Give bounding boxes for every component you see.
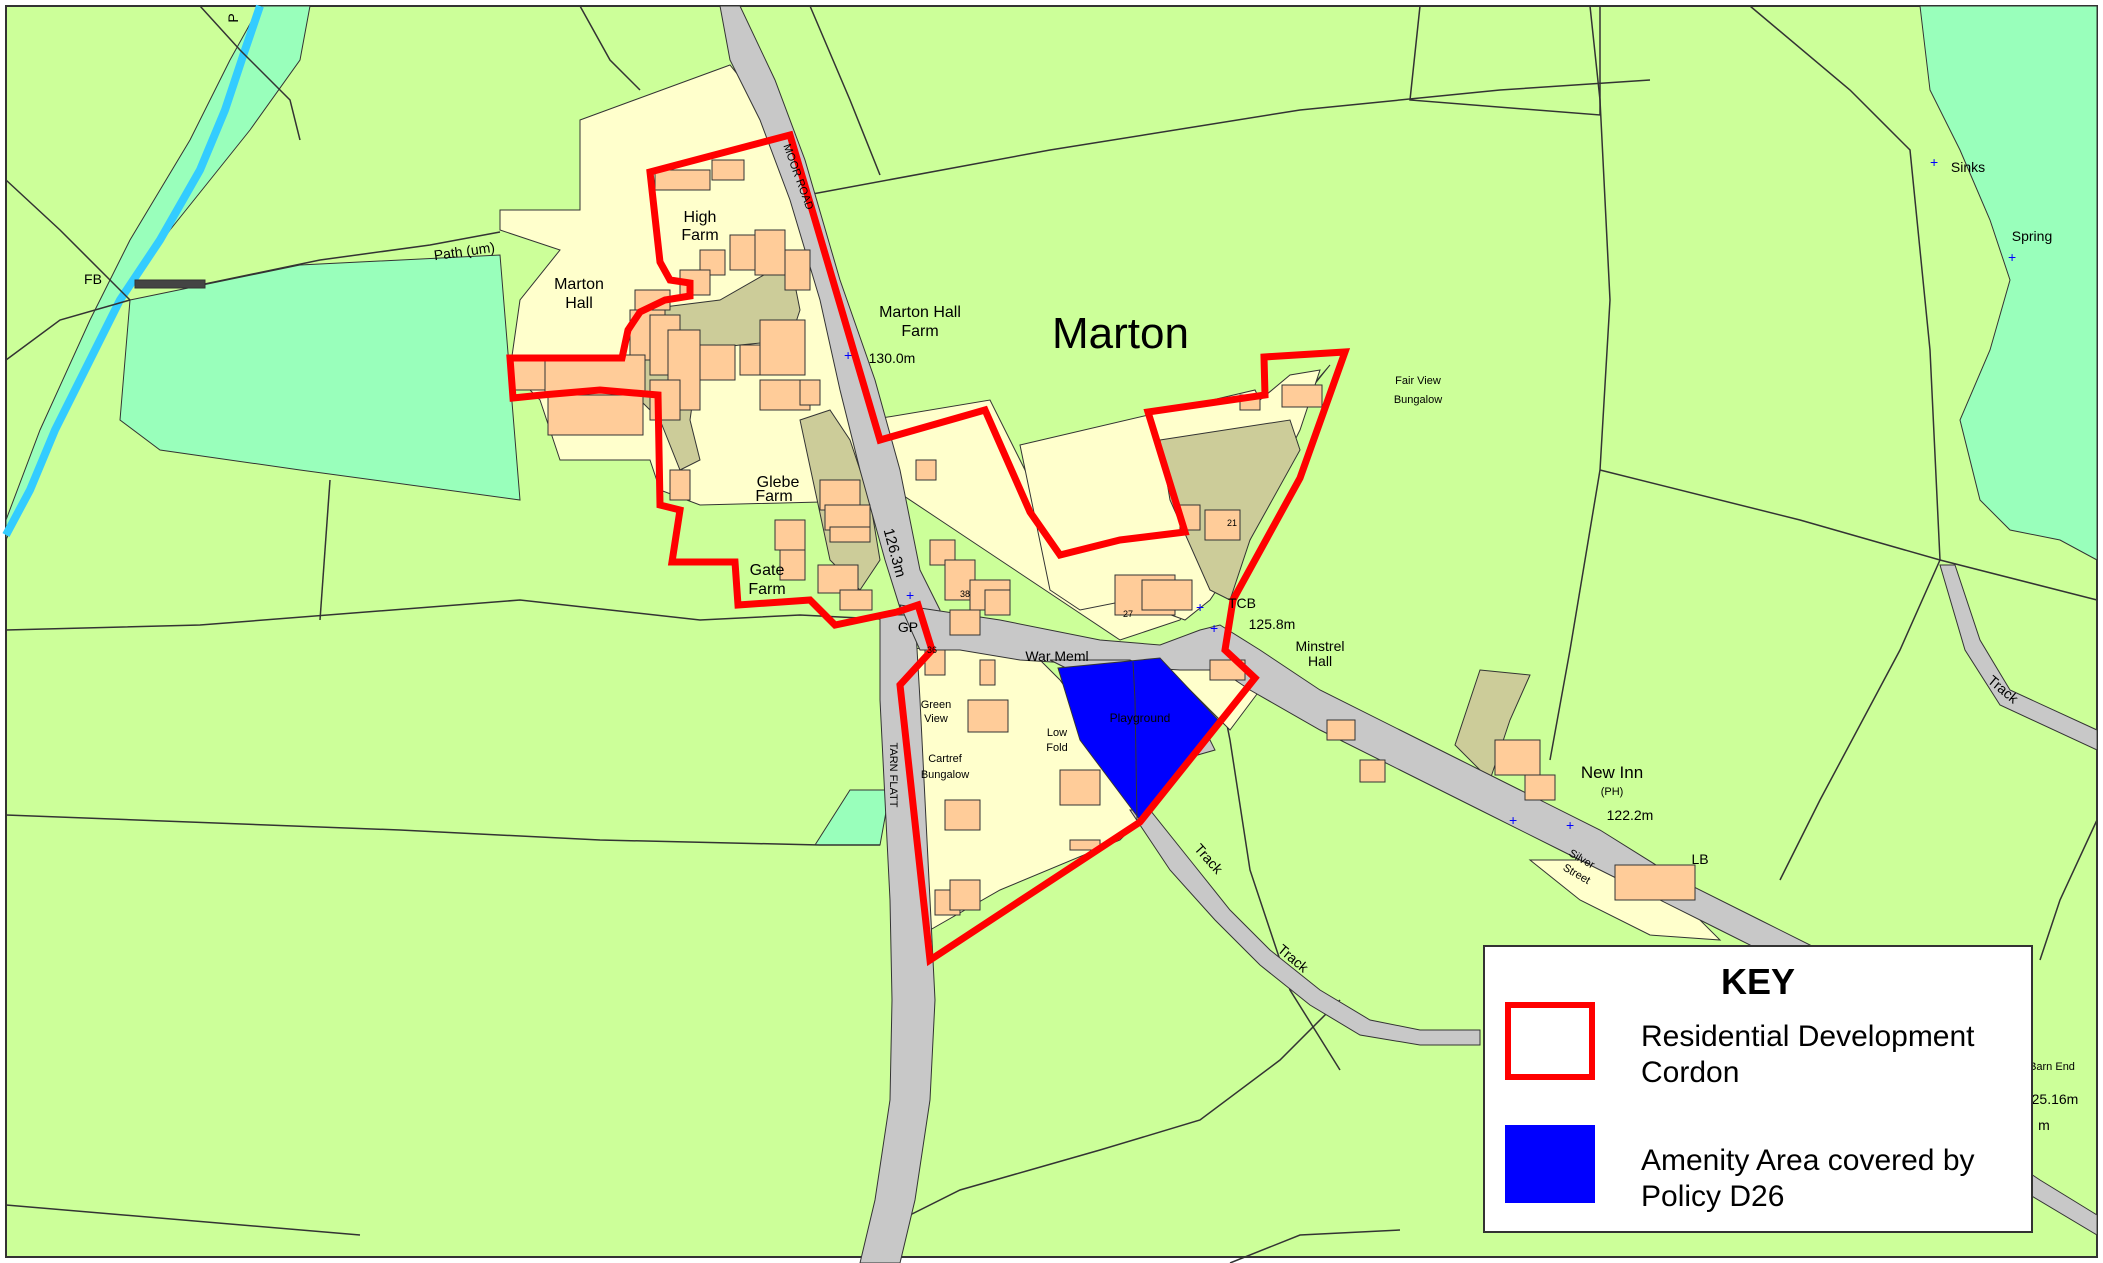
gp-label: GP — [898, 619, 918, 635]
cartref-label-2: Bungalow — [921, 769, 969, 781]
track-east — [1939, 564, 2098, 751]
svg-text:+: + — [1509, 812, 1517, 828]
river — [2, 4, 264, 537]
p-fragment-label: P — [225, 13, 241, 22]
house-number-36: 36 — [927, 645, 937, 655]
tarn-flatt-label: TARN FLATT — [887, 743, 899, 808]
woodland-east — [1919, 5, 2098, 561]
spot-height-130: 130.0m — [869, 350, 916, 366]
gate-farm-label-1: Gate — [750, 562, 785, 579]
svg-text:+: + — [1210, 620, 1218, 636]
path-um — [199, 231, 501, 286]
marton-hall-label-1: Marton — [554, 276, 604, 293]
barn-end-fragment: Barn End — [2029, 1061, 2075, 1073]
map-key: KEY Residential Development Cordon Ameni… — [1483, 945, 2033, 1233]
svg-text:+: + — [1196, 599, 1204, 615]
lb-label: LB — [1691, 851, 1708, 867]
svg-text:+: + — [906, 587, 914, 603]
playground-label: Playground — [1110, 711, 1171, 725]
fair-view-label-1: Fair View — [1395, 375, 1441, 387]
high-farm-label-2: Farm — [681, 227, 718, 244]
minstrel-hall-label-2: Hall — [1308, 653, 1332, 669]
fair-view-label-2: Bungalow — [1394, 394, 1442, 406]
amenity-path — [1132, 661, 1138, 821]
war-meml-label: War Meml — [1025, 648, 1088, 664]
cordon-key-label: Residential Development Cordon — [1641, 1020, 1975, 1089]
spot-height-125: 125.8m — [1249, 616, 1296, 632]
high-farm-label-1: High — [684, 209, 717, 226]
amenity-key-label: Amenity Area covered by Policy D26 — [1641, 1144, 1975, 1213]
green-view-label-1: Green — [921, 699, 952, 711]
spring-label: Spring — [2012, 228, 2052, 244]
m-fragment: m — [2038, 1117, 2050, 1133]
svg-text:+: + — [844, 347, 852, 363]
minstrel-hall-label-1: Minstrel — [1295, 638, 1344, 654]
footbridge — [134, 279, 206, 289]
house-number-21: 21 — [1227, 518, 1237, 528]
svg-text:+: + — [1930, 154, 1938, 170]
gate-farm-label-2: Farm — [748, 581, 785, 598]
village-name: Marton — [1052, 309, 1189, 358]
amenity-swatch — [1505, 1125, 1595, 1203]
buildings — [509, 159, 1696, 916]
sinks-label: Sinks — [1951, 159, 1985, 175]
low-fold-label-1: Low — [1047, 727, 1067, 739]
glebe-farm-label-2: Farm — [755, 488, 792, 505]
benchmarks: + + + + + + + + — [844, 154, 2016, 833]
ph-label: (PH) — [1601, 786, 1624, 798]
track-southeast — [1129, 809, 1481, 1046]
svg-text:+: + — [1566, 817, 1574, 833]
marton-hall-label-2: Hall — [565, 295, 593, 312]
tarn-flatt — [859, 614, 936, 1263]
green-view-label-2: View — [924, 713, 948, 725]
house-number-38: 38 — [960, 589, 970, 599]
woodland-field-west — [119, 254, 521, 501]
key-title: KEY — [1720, 961, 1796, 1002]
fb-label: FB — [84, 271, 102, 287]
map-labels: Marton High Farm Marton Hall Marton Hall… — [84, 13, 2078, 1133]
svg-text:+: + — [2008, 249, 2016, 265]
marton-hall-farm-label-1: Marton Hall — [879, 304, 961, 321]
marton-hall-farm-label-2: Farm — [901, 323, 938, 340]
tcb-label: TCB — [1228, 595, 1256, 611]
house-number-27: 27 — [1123, 609, 1133, 619]
cordon-swatch — [1505, 1002, 1595, 1080]
glebe-farm-label-1: Glebe — [757, 474, 800, 491]
cordon — [506, 130, 1351, 967]
spot-height-25: 25.16m — [2032, 1091, 2079, 1107]
new-inn-label: New Inn — [1581, 763, 1643, 782]
low-fold-label-2: Fold — [1046, 742, 1067, 754]
cartref-label-1: Cartref — [928, 753, 963, 765]
spot-height-122: 122.2m — [1607, 807, 1654, 823]
